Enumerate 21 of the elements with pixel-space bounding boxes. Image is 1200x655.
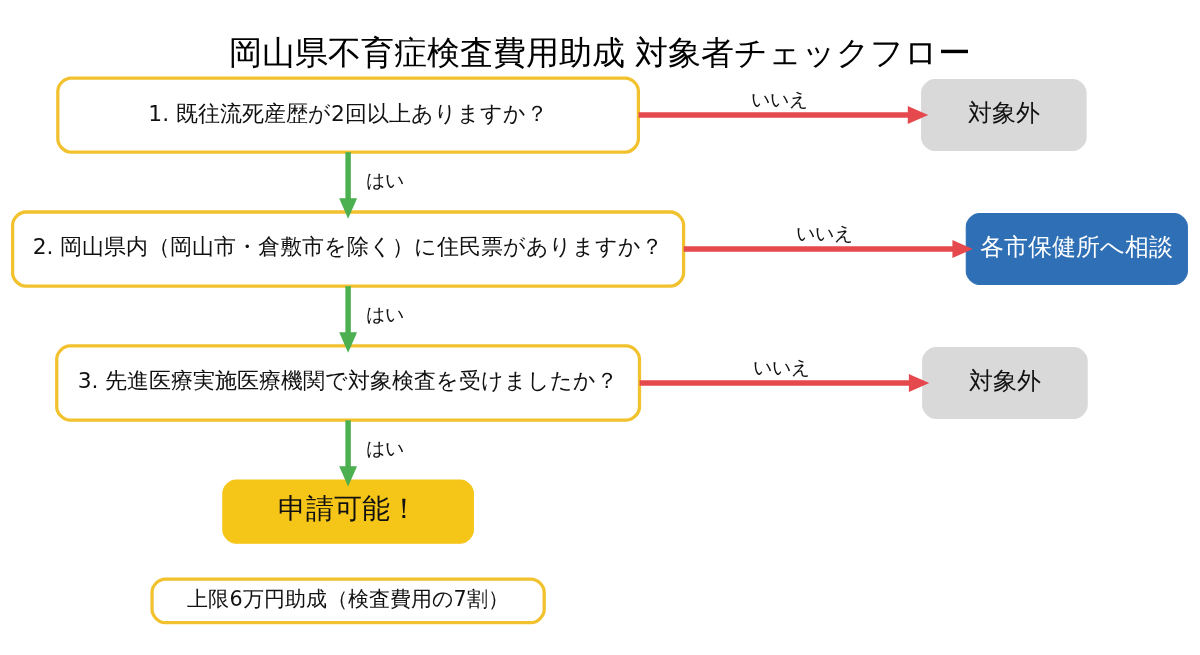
arrow	[639, 373, 930, 392]
arrow	[339, 285, 358, 353]
edge-label: はい	[366, 437, 405, 459]
arrow	[638, 105, 929, 124]
arrow	[683, 239, 973, 258]
edge-label: いいえ	[752, 356, 810, 378]
arrow	[339, 151, 358, 219]
edge-label: いいえ	[796, 222, 854, 244]
node-box: 1. 既往流死産歴が2回以上ありますか？	[56, 75, 641, 154]
node-box: 各市保健所へ相談	[965, 212, 1188, 285]
diagram-title: 岡山県不育症検査費用助成 対象者チェックフロー	[228, 33, 972, 72]
node-box: 対象外	[922, 346, 1088, 419]
node-box: 2. 岡山県内（岡山市・倉敷市を除く）に住民票がありますか？	[11, 209, 686, 288]
node-box: 上限6万円助成（検査費用の7割）	[150, 576, 546, 624]
edge-label: はい	[366, 303, 405, 325]
node-box: 3. 先進医療実施医療機関で対象検査を受けましたか？	[55, 343, 642, 422]
arrow	[339, 419, 358, 487]
edge-label: いいえ	[751, 88, 809, 110]
node-box: 申請可能！	[222, 478, 474, 544]
node-box: 対象外	[921, 78, 1087, 151]
edge-label: はい	[366, 169, 405, 191]
